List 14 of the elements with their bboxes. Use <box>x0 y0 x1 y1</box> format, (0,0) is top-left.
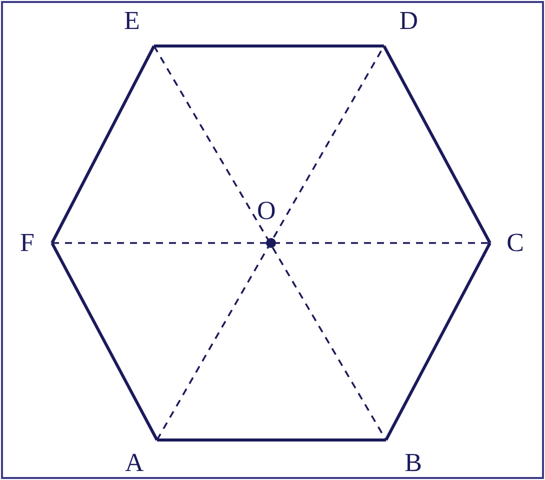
dashed-line <box>52 242 490 244</box>
center-label: O <box>257 198 276 224</box>
vertex-label: B <box>404 450 422 476</box>
vertex-label: D <box>399 8 418 34</box>
vertex-label: A <box>125 450 144 476</box>
hexagon-side <box>50 45 156 244</box>
hexagon-side <box>157 438 386 442</box>
hexagon-side <box>50 242 158 441</box>
vertex-label: F <box>20 230 34 256</box>
hexagon-side <box>382 45 492 244</box>
hexagon-side <box>384 242 492 441</box>
vertex-label: E <box>124 8 140 34</box>
hexagon-side <box>154 44 384 48</box>
vertex-label: C <box>506 230 524 256</box>
